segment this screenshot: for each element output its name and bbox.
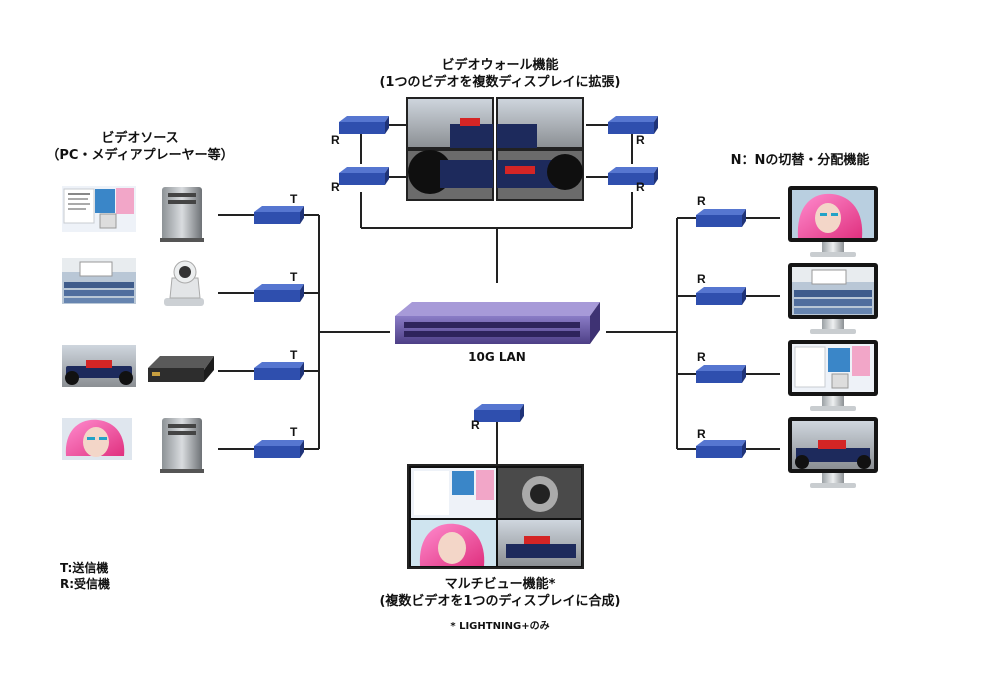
multiview-screen bbox=[407, 464, 584, 569]
transmitter-device bbox=[254, 440, 304, 458]
monitor-race-car bbox=[788, 417, 878, 488]
receiver-tag: R bbox=[471, 418, 480, 432]
monitor-lecture-hall bbox=[788, 263, 878, 334]
monitor-desktop bbox=[788, 340, 878, 411]
transmitter-device bbox=[254, 206, 304, 224]
receiver-device bbox=[696, 365, 746, 383]
pc-tower-icon bbox=[160, 418, 204, 473]
transmitter-tag: T bbox=[290, 425, 298, 439]
multiview-title-line2: (複数ビデオを1つのディスプレイに合成) bbox=[379, 594, 621, 609]
transmitter-tag: T bbox=[290, 348, 298, 362]
monitor-pink-hair-woman bbox=[788, 186, 878, 257]
network-switch bbox=[395, 302, 600, 344]
source-thumbnail-lecture-hall bbox=[62, 258, 136, 304]
video-wall bbox=[406, 97, 584, 201]
media-player-icon bbox=[148, 356, 214, 382]
transmitter-tag: T bbox=[290, 270, 298, 284]
receiver-device bbox=[608, 167, 658, 185]
nn-switching-title: N：Nの切替・分配機能 bbox=[730, 153, 870, 168]
receiver-device bbox=[696, 440, 746, 458]
video-wall-title-line1: ビデオウォール機能 bbox=[441, 58, 559, 73]
source-thumbnail-desktop bbox=[62, 186, 136, 232]
multiview-title-line1: マルチビュー機能* bbox=[444, 577, 556, 592]
receiver-device bbox=[696, 209, 746, 227]
transmitter-tag: T bbox=[290, 192, 298, 206]
receiver-tag: R bbox=[697, 350, 706, 364]
receiver-tag: R bbox=[697, 427, 706, 441]
video-source-title-line2: （PC・メディアプレーヤー等） bbox=[46, 148, 234, 163]
legend: T:送信機 R:受信機 bbox=[60, 560, 160, 592]
receiver-device bbox=[608, 116, 658, 134]
video-source-title-line1: ビデオソース bbox=[101, 131, 179, 146]
receiver-tag: R bbox=[636, 180, 645, 194]
receiver-tag: R bbox=[697, 194, 706, 208]
source-thumbnail-pink-hair-woman bbox=[62, 418, 132, 460]
pc-tower-icon bbox=[160, 187, 204, 242]
ptz-camera-icon bbox=[164, 260, 204, 306]
receiver-tag: R bbox=[331, 133, 340, 147]
receiver-tag: R bbox=[331, 180, 340, 194]
multiview-title: マルチビュー機能* (複数ビデオを1つのディスプレイに合成) bbox=[320, 576, 680, 610]
receiver-device bbox=[339, 116, 389, 134]
transmitter-device bbox=[254, 284, 304, 302]
receiver-device bbox=[339, 167, 389, 185]
transmitter-device bbox=[254, 362, 304, 380]
video-wall-title-line2: (1つのビデオを複数ディスプレイに拡張) bbox=[379, 75, 621, 90]
video-wall-title: ビデオウォール機能 (1つのビデオを複数ディスプレイに拡張) bbox=[330, 57, 670, 91]
multiview-footnote: * LIGHTNING+のみ bbox=[450, 621, 550, 632]
video-source-title: ビデオソース （PC・メディアプレーヤー等） bbox=[20, 130, 260, 164]
legend-receiver: R:受信機 bbox=[60, 577, 111, 591]
legend-transmitter: T:送信機 bbox=[60, 561, 109, 575]
switch-label: 10G LAN bbox=[468, 350, 526, 364]
receiver-tag: R bbox=[636, 133, 645, 147]
receiver-device bbox=[696, 287, 746, 305]
receiver-device bbox=[474, 404, 524, 422]
receiver-tag: R bbox=[697, 272, 706, 286]
source-thumbnail-race-car bbox=[62, 345, 136, 387]
